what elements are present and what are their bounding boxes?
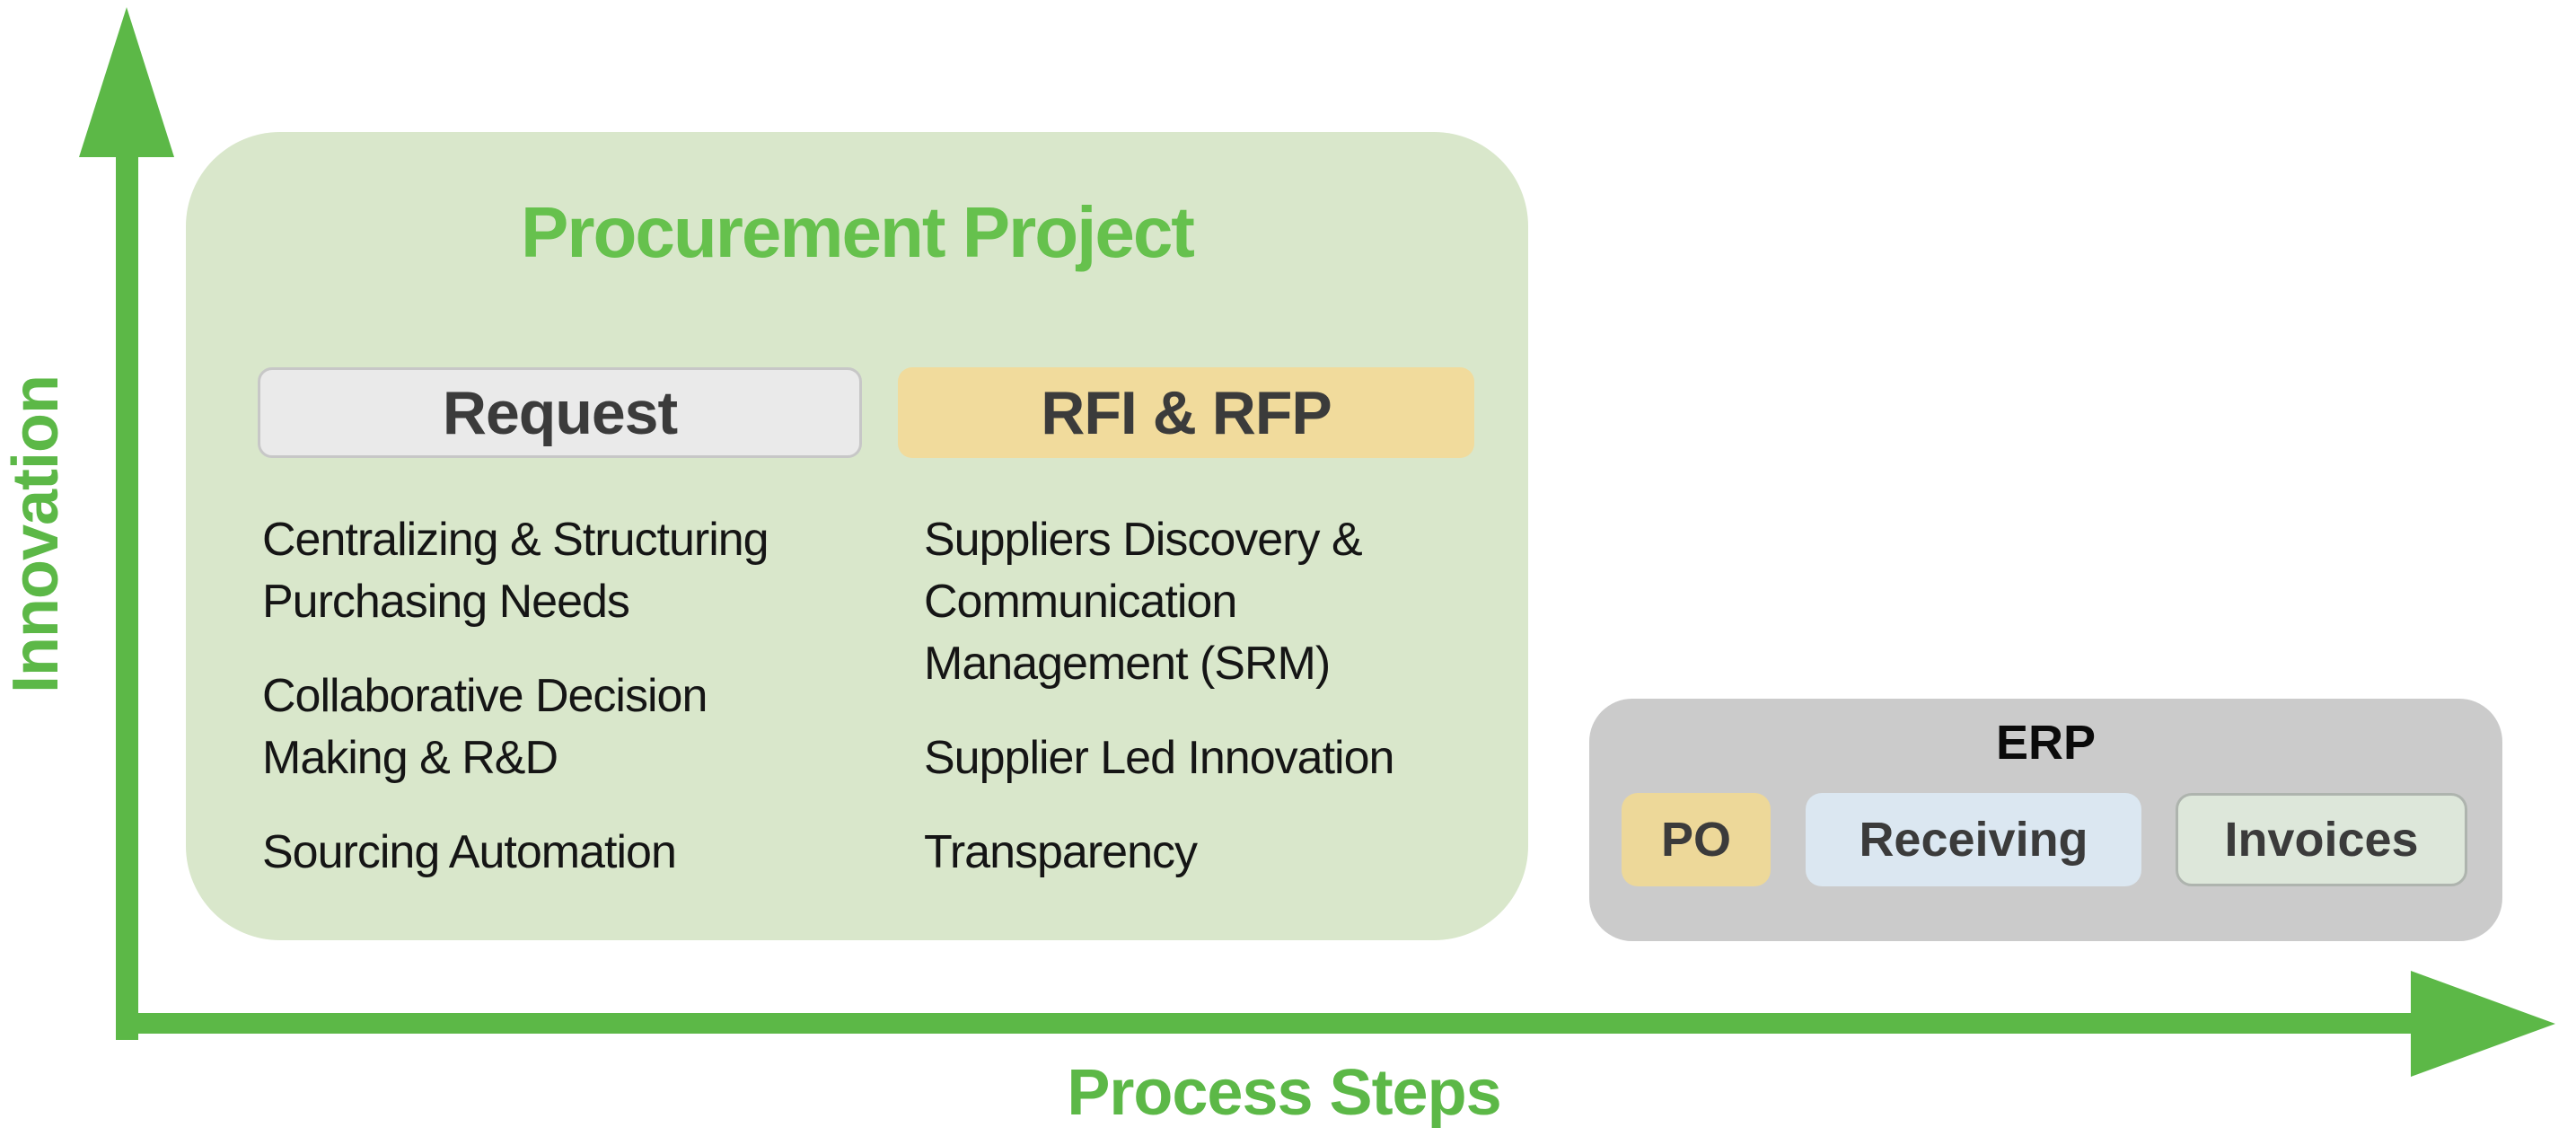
erp-panel: ERP PO Receiving Invoices bbox=[1589, 699, 2502, 941]
rfi-rfp-items-column: Suppliers Discovery & Communication Mana… bbox=[924, 509, 1508, 916]
erp-title: ERP bbox=[1995, 716, 2097, 770]
list-item: Supplier Led Innovation bbox=[924, 732, 1394, 784]
x-axis-line bbox=[116, 1013, 2414, 1034]
procurement-project-panel: Procurement Project Request RFI & RFP Ce… bbox=[186, 132, 1528, 940]
request-items-column: Centralizing & Structuring Purchasing Ne… bbox=[262, 509, 900, 916]
y-axis-arrowhead-icon bbox=[79, 7, 174, 157]
list-item: Transparency bbox=[924, 826, 1198, 878]
list-item: Suppliers Discovery & Communication Mana… bbox=[924, 514, 1363, 690]
invoices-chip: Invoices bbox=[2176, 793, 2467, 886]
rfi-rfp-chip: RFI & RFP bbox=[898, 367, 1474, 458]
x-axis-label: Process Steps bbox=[1067, 1057, 1501, 1129]
request-chip: Request bbox=[258, 367, 862, 458]
y-axis-label: Innovation bbox=[0, 375, 72, 693]
procurement-project-title: Procurement Project bbox=[521, 192, 1195, 272]
list-item: Centralizing & Structuring Purchasing Ne… bbox=[262, 514, 769, 628]
list-item: Collaborative Decision Making & R&D bbox=[262, 670, 708, 784]
list-item: Sourcing Automation bbox=[262, 826, 677, 878]
y-axis-line bbox=[116, 144, 138, 1040]
receiving-chip: Receiving bbox=[1806, 793, 2141, 886]
po-chip: PO bbox=[1622, 793, 1771, 886]
x-axis-arrowhead-icon bbox=[2411, 971, 2555, 1077]
